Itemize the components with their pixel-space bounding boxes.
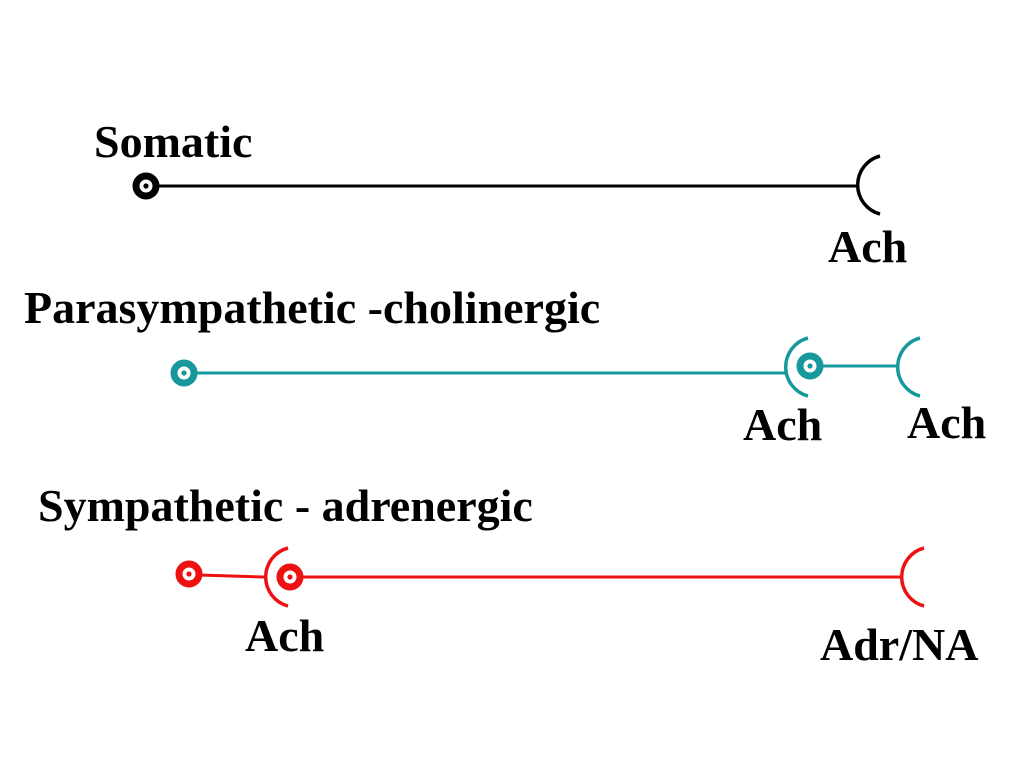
parasympathetic-ganglion-label: Ach (743, 399, 822, 450)
parasympathetic-postganglionic-nucleus (807, 363, 813, 369)
parasympathetic-title: Parasympathetic -cholinergic (24, 282, 600, 333)
sympathetic-ganglion-receptor (263, 546, 289, 608)
sympathetic-postganglionic-nucleus (287, 574, 293, 580)
parasympathetic-ganglion-receptor (783, 336, 809, 398)
sympathetic-preganglionic-nucleus (186, 571, 192, 577)
parasympathetic-effector-label: Ach (907, 397, 986, 448)
sympathetic-preganglionic-axon (198, 573, 265, 579)
parasympathetic-effector-receptor (895, 336, 921, 398)
sympathetic-effector-label: Adr/NA (820, 619, 978, 670)
somatic-neuron (132, 172, 858, 200)
parasympathetic-postganglionic-neuron (796, 352, 898, 380)
somatic-effector-label: Ach (828, 221, 907, 272)
sympathetic-effector-receptor (899, 546, 925, 608)
somatic-title: Somatic (94, 116, 252, 167)
somatic-cell-nucleus (143, 183, 149, 189)
parasympathetic-preganglionic-nucleus (181, 370, 187, 376)
sympathetic-postganglionic-neuron (276, 563, 902, 591)
sympathetic-preganglionic-neuron (175, 560, 265, 588)
sympathetic-ganglion-label: Ach (245, 610, 324, 661)
somatic-effector-receptor (855, 154, 881, 216)
somatic-pathway: Somatic Ach (94, 116, 907, 272)
parasympathetic-preganglionic-neuron (170, 359, 786, 387)
sympathetic-pathway: Sympathetic - adrenergic Ach Adr/NA (38, 480, 978, 670)
parasympathetic-pathway: Parasympathetic -cholinergic Ach Ach (24, 282, 986, 450)
sympathetic-title: Sympathetic - adrenergic (38, 480, 533, 531)
